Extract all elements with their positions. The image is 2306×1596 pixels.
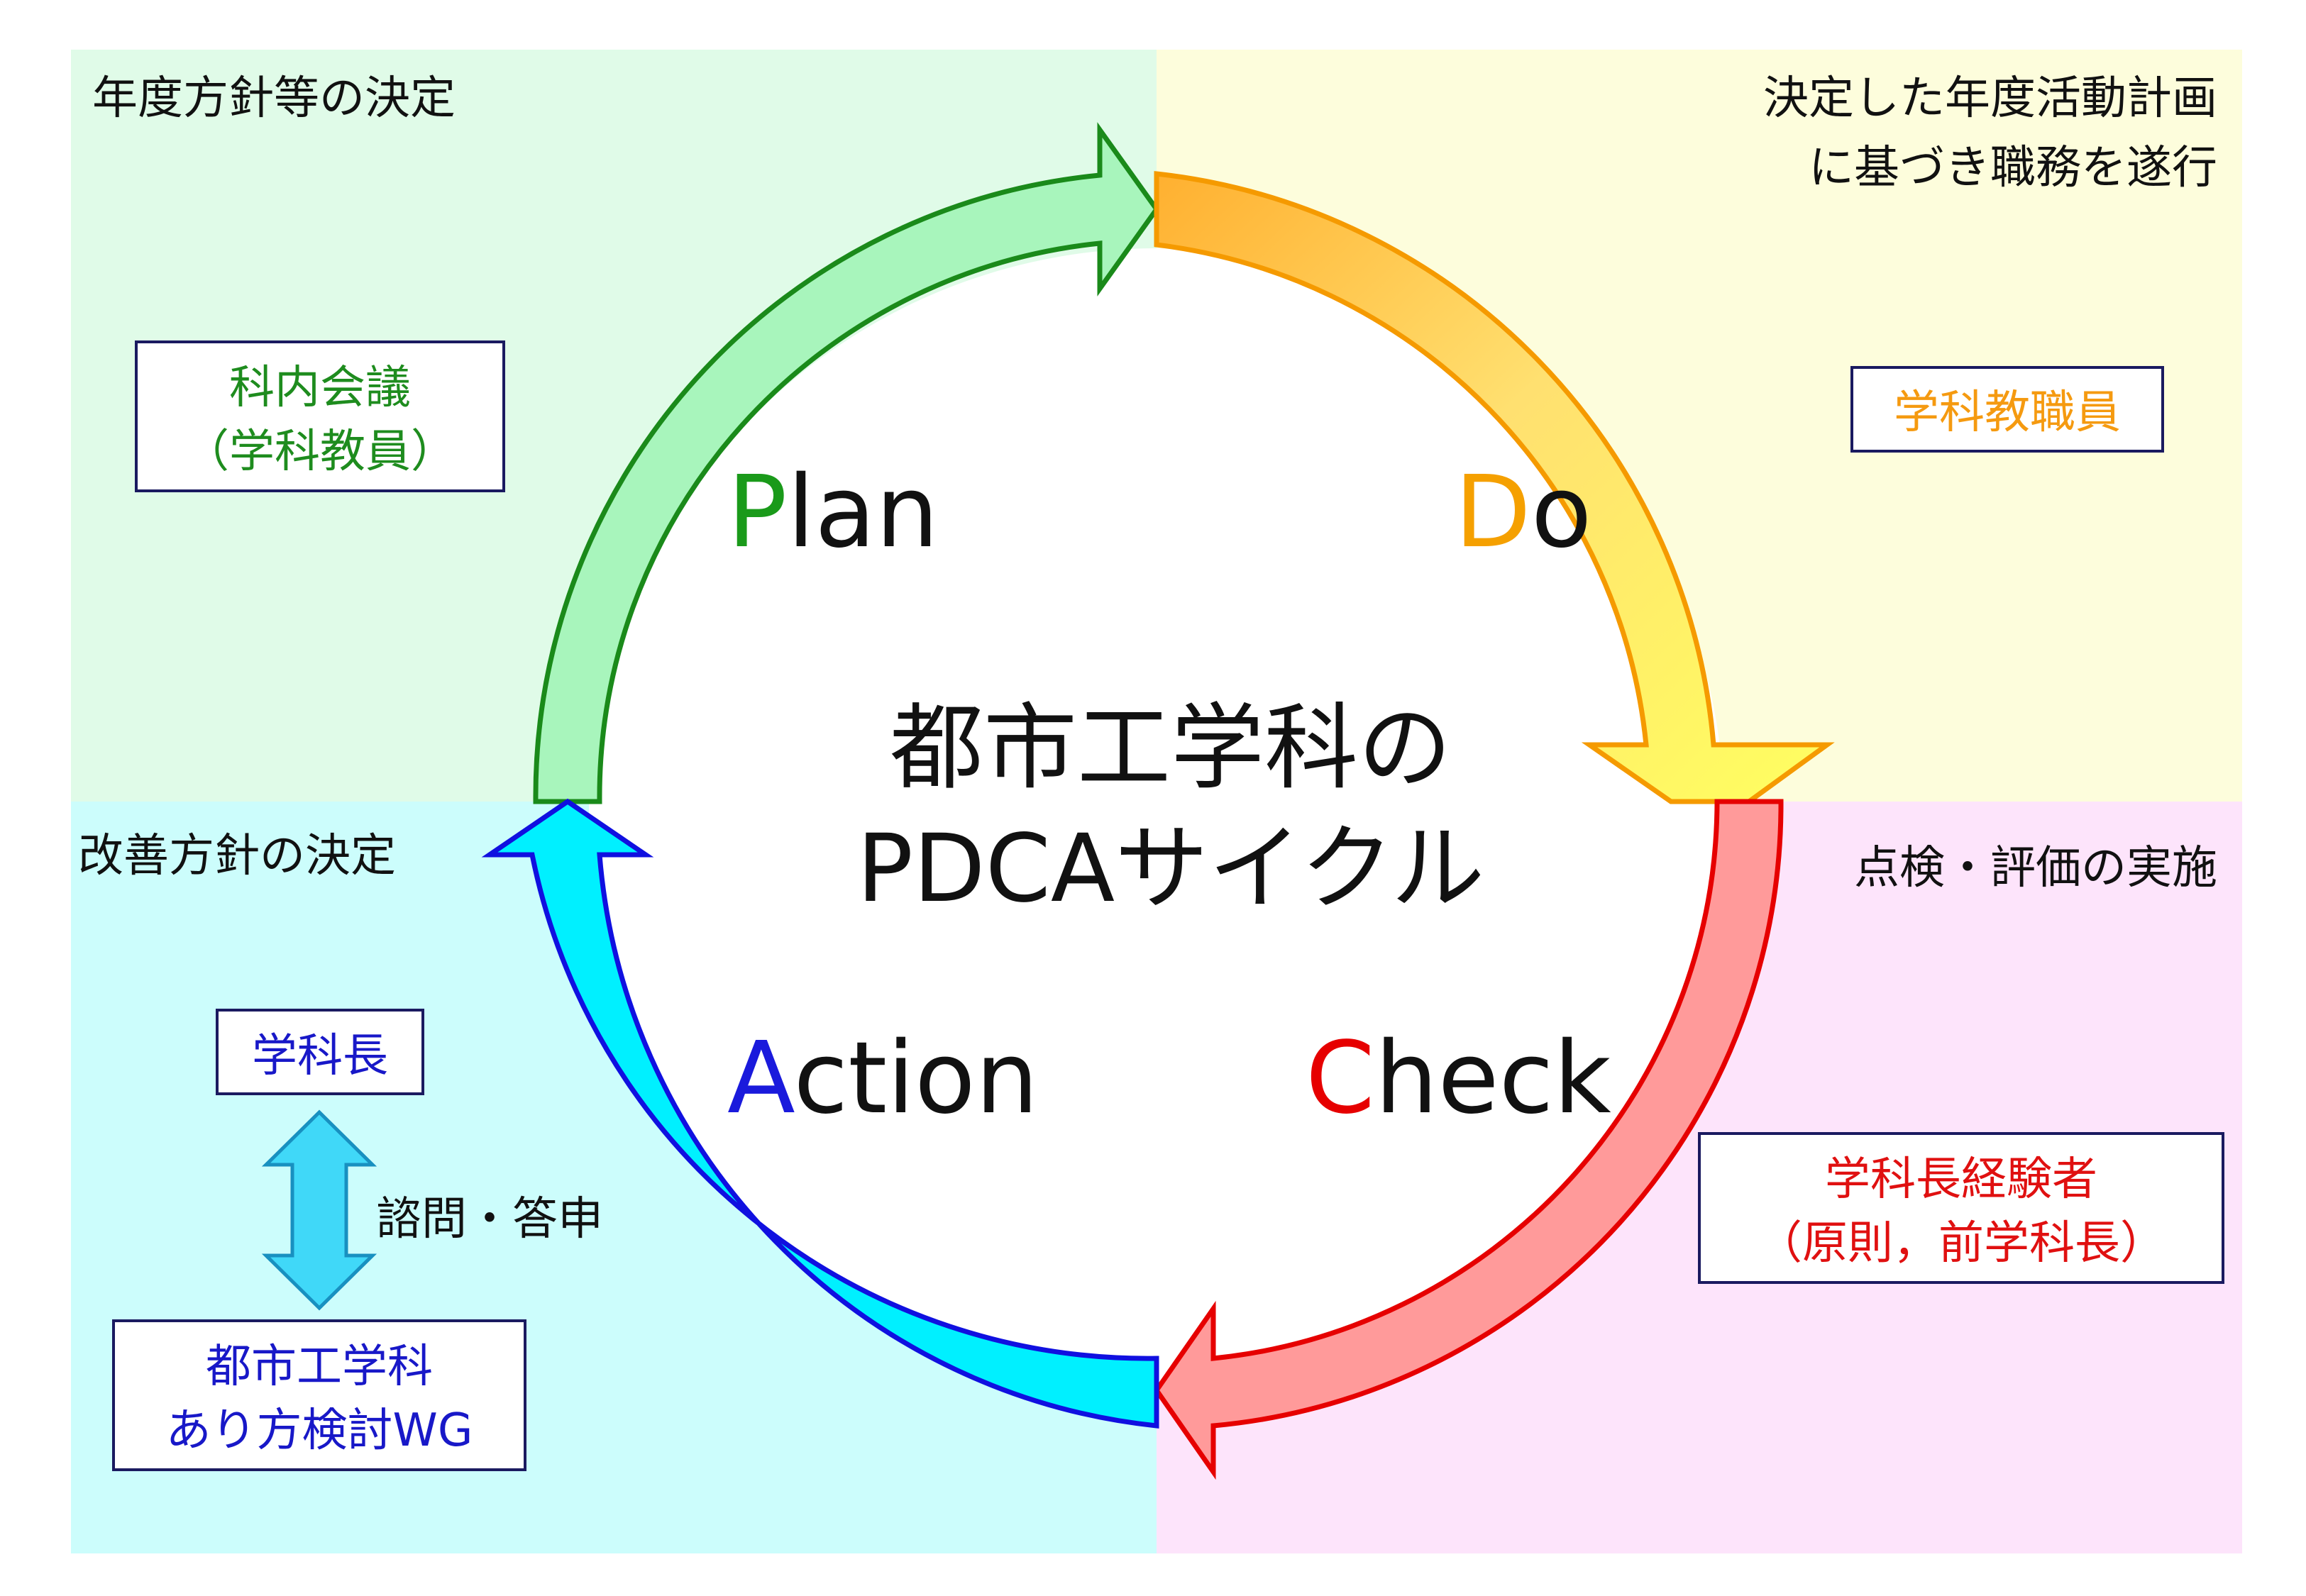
phase-do-rest: o: [1531, 455, 1592, 570]
consult-label: 諮問・答申: [376, 1193, 603, 1246]
plan-role-box: [135, 340, 505, 492]
phase-action-rest: ction: [793, 1021, 1038, 1136]
consult-double-arrow: [261, 1109, 377, 1311]
action-top-box: [216, 1009, 424, 1095]
check-role-box: [1698, 1132, 2224, 1284]
phase-check-rest: heck: [1375, 1021, 1611, 1136]
do-heading-line2: に基づき職務を遂行: [1809, 142, 2217, 194]
phase-check-initial: C: [1306, 1021, 1375, 1136]
center-disc: [589, 248, 1724, 1383]
do-heading-line1: 決定した年度活動計画: [1763, 72, 2217, 125]
action-bottom-box: [112, 1319, 526, 1471]
check-role-line1: 学科長経験者: [1825, 1153, 2097, 1206]
phase-plan-rest: lan: [787, 455, 938, 570]
phase-do-initial: D: [1455, 455, 1531, 570]
action-bottom-line2: あり方検討WG: [166, 1404, 473, 1457]
phase-do-label: Do: [1455, 455, 1591, 570]
center-title-line2: PDCAサイクル: [856, 814, 1484, 924]
phase-check-label: Check: [1306, 1021, 1611, 1136]
check-arrow: [1153, 799, 1784, 1480]
check-heading: 点検・評価の実施: [1854, 842, 2217, 894]
check-role-line2: （原則，前学科長）: [1757, 1217, 2166, 1270]
do-role-box: [1850, 366, 2164, 453]
plan-role-line2: （学科教員）: [184, 426, 456, 478]
phase-plan-initial: P: [727, 455, 787, 570]
phase-plan-label: Plan: [727, 455, 939, 570]
plan-heading: 年度方針等の決定: [92, 72, 456, 125]
action-top-box-label: 学科長: [252, 1030, 388, 1082]
plan-arrow: [533, 122, 1160, 804]
phase-action-initial: A: [727, 1021, 795, 1136]
action-bottom-line1: 都市工学科: [206, 1341, 433, 1393]
phase-action-label: Action: [727, 1021, 1038, 1136]
plan-role-line1: 科内会議: [229, 362, 411, 414]
action-arrow: [481, 798, 1159, 1429]
action-heading: 改善方針の決定: [78, 830, 396, 882]
do-arrow-body: [1154, 171, 1835, 804]
do-role-line1: 学科教職員: [1894, 387, 2121, 439]
center-title-line1: 都市工学科の: [890, 694, 1452, 803]
